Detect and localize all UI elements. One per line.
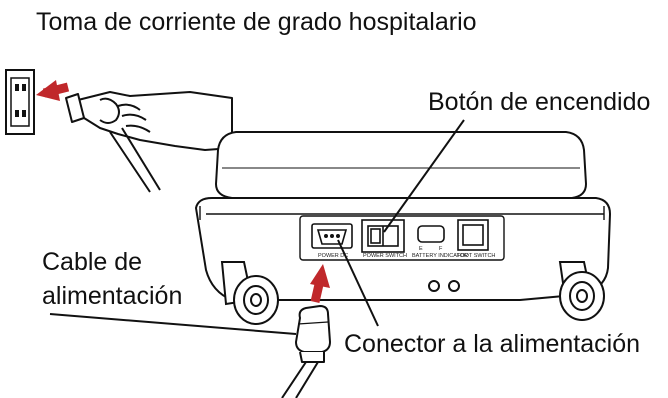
power-switch-label: POWER SWITCH — [363, 253, 407, 259]
cable-label-line2: alimentación — [42, 282, 182, 310]
battery-e-label: E — [419, 246, 423, 252]
battery-f-label: F — [439, 246, 443, 252]
plug-in-arrow — [36, 80, 70, 101]
cable-label-line1: Cable de — [42, 248, 142, 276]
connector-leader — [337, 239, 379, 327]
power-inlet — [311, 223, 353, 249]
connector-label: Conector a la alimentación — [344, 330, 640, 358]
wall-outlet — [5, 69, 35, 135]
outlet-label: Toma de corriente de grado hospitalario — [36, 8, 477, 36]
battery-indicator-label: BATTERY INDICATOR — [412, 253, 468, 259]
foot-switch-port — [457, 219, 489, 251]
foot-switch-label: FOOT SWITCH — [457, 253, 495, 259]
wheel-right — [558, 261, 605, 321]
insert-cable-arrow — [310, 264, 330, 303]
wheel-left — [220, 261, 279, 325]
cable-leader — [49, 313, 297, 335]
leader-lines — [49, 119, 465, 335]
power-inlet-label: POWER DC — [318, 253, 348, 259]
power-button-label: Botón de encendido — [428, 88, 650, 116]
power-button-leader — [383, 119, 465, 233]
plug-with-hand — [65, 91, 233, 193]
battery-indicator — [417, 225, 445, 243]
power-cable — [281, 305, 331, 398]
power-switch[interactable] — [361, 219, 405, 253]
device — [195, 131, 611, 301]
